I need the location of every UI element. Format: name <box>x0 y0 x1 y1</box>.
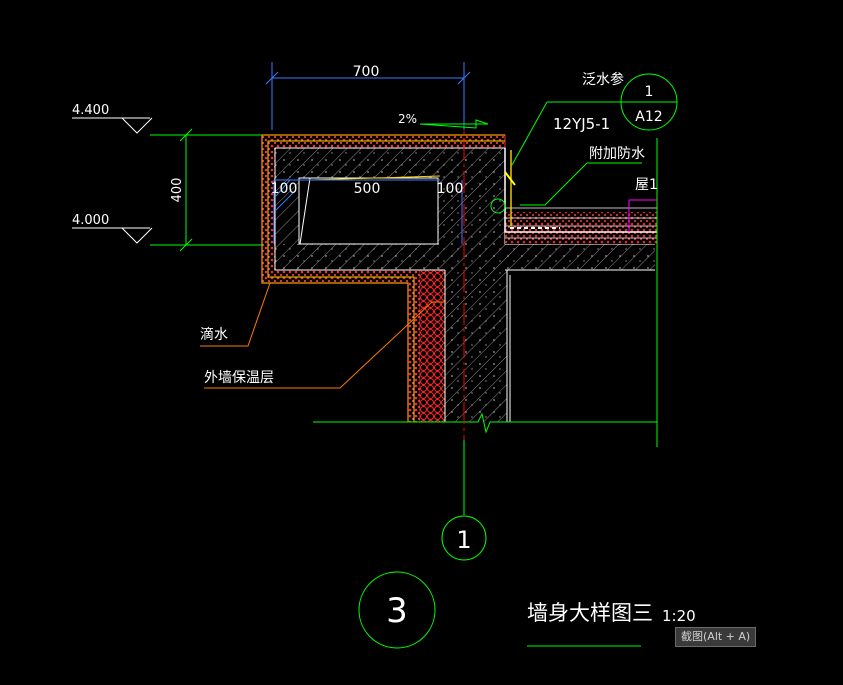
elevation-top-label: 4.400 <box>72 103 109 118</box>
leader-insulation <box>204 301 446 389</box>
detail-number: 3 <box>386 591 408 631</box>
waterproof-upstand <box>504 148 657 233</box>
reference-bubble-top: 1 <box>645 84 654 100</box>
extra-waterproof-label: 附加防水 <box>589 146 645 162</box>
structure <box>261 134 658 447</box>
reference-label: 泛水参 <box>582 71 624 88</box>
axis-label: 1 <box>456 526 471 554</box>
roof-label: 屋1 <box>635 177 658 193</box>
reference-bubble <box>511 73 678 166</box>
drip-label: 滴水 <box>200 326 228 343</box>
elevation-bottom-label: 4.000 <box>72 213 109 228</box>
concrete-left <box>275 178 299 244</box>
elevation-bottom <box>72 227 153 244</box>
dimension-width-right: 100 <box>437 181 464 197</box>
leader-extra-waterproof <box>520 162 642 206</box>
reference-code: 12YJ5-1 <box>553 115 610 133</box>
dimension-top <box>265 62 471 130</box>
axis-bubble <box>441 515 487 561</box>
roof-layers <box>505 212 657 244</box>
inner-finish-line <box>267 140 505 422</box>
detail-bubble <box>358 571 436 649</box>
outer-finish-line <box>261 134 505 422</box>
dimension-width-total: 700 <box>353 64 380 80</box>
leader-drip <box>200 282 271 347</box>
dimension-height: 400 <box>170 178 185 203</box>
elevation-top <box>72 117 153 134</box>
opening <box>273 175 463 245</box>
drawing-title: 墙身大样图三 <box>527 601 653 625</box>
dimension-width-left: 100 <box>271 181 298 197</box>
wall-insulation <box>420 270 445 422</box>
dimension-width-mid: 500 <box>354 181 381 197</box>
drawing-scale: 1:20 <box>662 607 696 625</box>
reference-bubble-bottom: A12 <box>635 109 662 125</box>
slope-label: 2% <box>398 112 417 126</box>
screenshot-tooltip: 截图(Alt + A) <box>675 627 757 647</box>
dimension-vertical <box>150 128 262 252</box>
slope-arrow <box>419 119 489 129</box>
insulation-label: 外墙保温层 <box>204 370 274 386</box>
